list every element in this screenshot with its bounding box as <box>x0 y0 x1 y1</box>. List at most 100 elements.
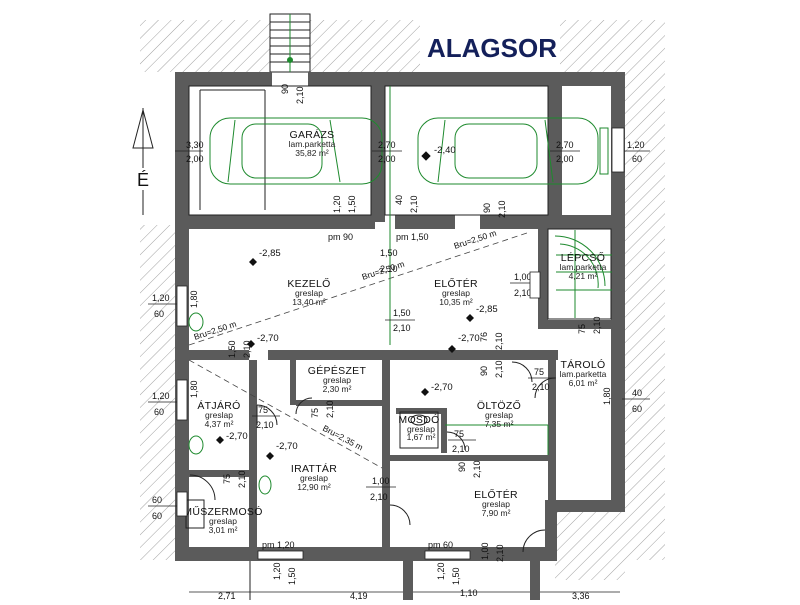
dim-label: 75 <box>310 408 320 418</box>
room-floor: greslap <box>407 424 435 434</box>
dim-label: 2,10 <box>256 420 274 430</box>
dim-label: 1,80 <box>602 387 612 405</box>
overhead-lines <box>188 231 531 469</box>
level-markers: -2,40 -2,85 -2,85 -2,70 -2,70 -2,70 -2,7… <box>216 145 498 460</box>
dim-label: Bru=2,35 m <box>321 423 365 453</box>
room-floor: greslap <box>205 410 233 420</box>
room-name: MOSDÓ <box>398 413 439 426</box>
north-label: É <box>137 170 149 190</box>
svg-text:-2,70: -2,70 <box>257 333 279 344</box>
dim-label: 1,50 <box>347 195 357 213</box>
dim-label: pm 90 <box>328 232 353 242</box>
dim-label: 1,00 <box>480 542 490 560</box>
dim-label: 2,10 <box>497 200 507 218</box>
interior-walls <box>189 229 612 550</box>
svg-text:-2,70: -2,70 <box>276 441 298 452</box>
room-muszermoso: MŰSZERMOSÓ greslap 3,01 m² <box>183 504 262 535</box>
dim-label: 1,10 <box>460 588 478 598</box>
dim-label: 2,10 <box>592 316 602 334</box>
dim-label: 1,20 <box>272 562 282 580</box>
level-marker: -2,70 <box>247 333 279 348</box>
entry-stair <box>269 13 311 73</box>
dim-label: 90 <box>457 462 467 472</box>
dim-label: 75 <box>222 474 232 484</box>
level-marker: -2,70 <box>421 382 453 396</box>
dim-label: 1,00 <box>372 476 390 486</box>
dim-label: 2,10 <box>393 323 411 333</box>
svg-text:-2,85: -2,85 <box>476 304 498 315</box>
room-name: GÉPÉSZET <box>308 364 367 377</box>
dim-label: 4,19 <box>350 591 368 600</box>
dim-label: 1,20 <box>332 195 342 213</box>
dim-label: 1,80 <box>189 380 199 398</box>
dim-label: 75 <box>534 367 544 377</box>
dim-label: 90 <box>482 203 492 213</box>
dim-label: 2,10 <box>380 264 398 274</box>
room-name: IRATTÁR <box>291 462 337 475</box>
dim-label: 2,10 <box>472 460 482 478</box>
room-kezelo: KEZELŐ greslap 13,40 m² <box>287 276 330 307</box>
dim-label: 2,10 <box>325 400 335 418</box>
level-marker: -2,85 <box>466 304 498 322</box>
dim-label: 2,70 <box>556 140 574 150</box>
room-name: ELŐTÉR <box>434 276 478 290</box>
room-floor: greslap <box>295 288 323 298</box>
svg-text:-2,70: -2,70 <box>226 431 248 442</box>
room-area: 4,37 m² <box>205 419 234 429</box>
dim-label: 90 <box>479 366 489 376</box>
dim-label: pm 1,50 <box>396 232 429 242</box>
room-tarolo: TÁROLÓ lam.parketta 6,01 m² <box>560 358 607 388</box>
room-name: LÉPCSŐ <box>561 250 605 264</box>
ground-hatching <box>140 20 665 580</box>
room-name: TÁROLÓ <box>561 358 606 371</box>
room-area: 6,01 m² <box>569 378 598 388</box>
dim-label: 2,00 <box>556 154 574 164</box>
dim-label: 2,00 <box>378 154 396 164</box>
dim-label: 60 <box>154 407 164 417</box>
dim-label: pm 60 <box>428 540 453 550</box>
dim-label: 40 <box>632 388 642 398</box>
car-right <box>417 117 609 185</box>
level-marker: -2,70 <box>266 441 298 460</box>
dim-label: 1,20 <box>152 293 170 303</box>
room-area: 10,35 m² <box>439 297 473 307</box>
room-area: 12,90 m² <box>297 482 331 492</box>
level-marker: -2,70 <box>216 431 248 444</box>
room-floor: greslap <box>485 410 513 420</box>
dim-label: 1,50 <box>380 248 398 258</box>
dim-label: 1,80 <box>189 290 199 308</box>
room-floor: lam.parketta <box>289 139 336 149</box>
garage-outline <box>188 85 549 216</box>
room-eloter-2: ELŐTÉR greslap 7,90 m² <box>474 487 518 518</box>
dim-label: 60 <box>154 309 164 319</box>
plan-title: ALAGSOR <box>427 33 557 63</box>
dim-label: 1,50 <box>227 340 237 358</box>
dim-label: 1,50 <box>287 567 297 585</box>
dim-label: 2,10 <box>237 470 247 488</box>
room-oltozo: ÖLTÖZŐ greslap 7,35 m² <box>477 398 521 429</box>
room-gepeszet: GÉPÉSZET greslap 2,30 m² <box>308 364 367 394</box>
dim-label: 2,10 <box>494 332 504 350</box>
dim-label: 2,10 <box>514 288 532 298</box>
room-floor: greslap <box>209 516 237 526</box>
dim-label: 75 <box>577 324 587 334</box>
room-area: 1,67 m² <box>407 432 436 442</box>
dim-label: 2,71 <box>218 591 236 600</box>
dim-label: 90 <box>280 84 290 94</box>
room-floor: lam.parketta <box>560 262 607 272</box>
dim-label: 2,10 <box>295 86 305 104</box>
dim-label: 2,10 <box>370 492 388 502</box>
dim-label: 3,36 <box>572 591 590 600</box>
dim-label: 60 <box>632 154 642 164</box>
dim-label: 2,70 <box>378 140 396 150</box>
room-eloter-1: ELŐTÉR greslap 10,35 m² <box>434 276 478 307</box>
room-floor: greslap <box>300 473 328 483</box>
dim-label: Bru=2,50 m <box>453 228 498 251</box>
dim-label: 75 <box>454 429 464 439</box>
room-name: ELŐTÉR <box>474 487 518 501</box>
lower-structure <box>249 561 540 600</box>
room-mosdo: MOSDÓ greslap 1,67 m² <box>398 413 439 442</box>
staircase <box>547 228 612 320</box>
